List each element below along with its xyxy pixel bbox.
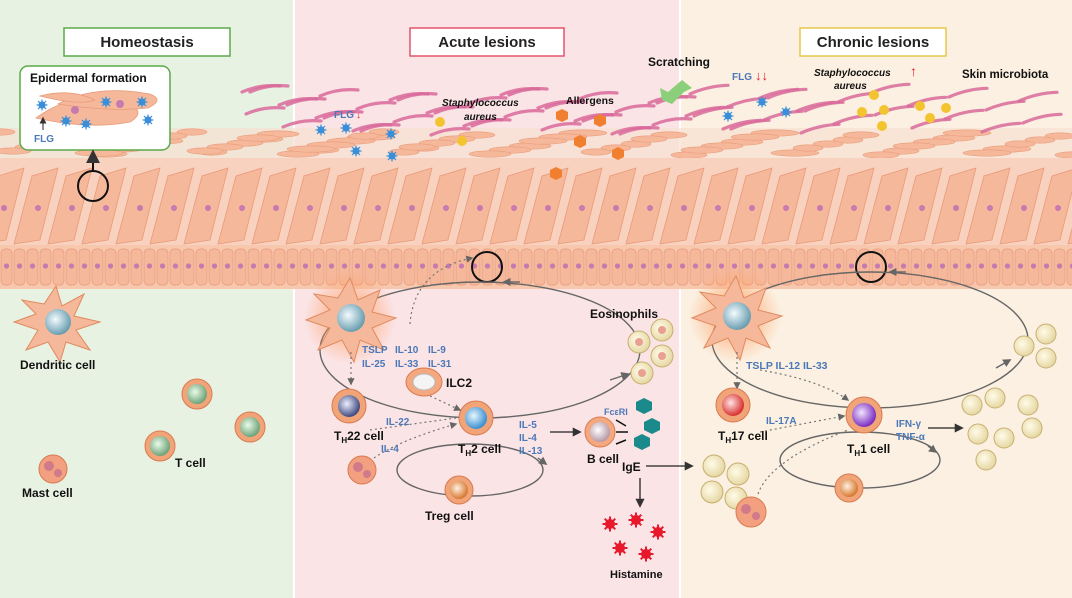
cytokine-il25: IL-25 bbox=[362, 359, 386, 370]
th22-label: TH22 cell bbox=[334, 429, 384, 445]
histamine-label: Histamine bbox=[610, 569, 663, 581]
header-chronic-text: Chronic lesions bbox=[817, 34, 930, 51]
t-cell-label: T cell bbox=[175, 456, 206, 470]
ilc2-label: ILC2 bbox=[446, 376, 472, 390]
eosinophils-label: Eosinophils bbox=[590, 307, 658, 321]
cytokine-ifn-gamma: IFN-γ bbox=[896, 419, 921, 430]
header-acute: Acute lesions bbox=[409, 27, 565, 57]
dendritic-cell-chronic bbox=[689, 270, 784, 362]
treg-label: Treg cell bbox=[425, 509, 474, 523]
th1-label: TH1 cell bbox=[847, 442, 890, 458]
header-homeostasis: Homeostasis bbox=[63, 27, 231, 57]
acute-staph-dots bbox=[435, 117, 467, 146]
treg-cell bbox=[444, 475, 474, 505]
acute-staph-line1: Staphylococcus bbox=[442, 98, 519, 109]
cytokine-il13: IL-13 bbox=[519, 446, 543, 457]
mast-cell-homeostasis bbox=[38, 454, 68, 484]
cytokine-il5: IL-5 bbox=[519, 420, 537, 431]
dendritic-cell-label: Dendritic cell bbox=[20, 358, 95, 372]
chronic-dc-cytokines: TSLP IL-12 IL-33 bbox=[746, 360, 828, 372]
b-cell bbox=[584, 416, 616, 448]
ilc2-cell bbox=[405, 367, 443, 397]
chronic-focus-circle bbox=[855, 251, 887, 283]
th22-cell bbox=[331, 388, 367, 424]
chronic-staph-arrow: ↑ bbox=[910, 63, 917, 79]
acute-staph-line2: aureus bbox=[464, 112, 497, 123]
spinous-layer bbox=[0, 158, 1072, 246]
scratching-label: Scratching bbox=[648, 55, 710, 69]
ige-label: IgE bbox=[622, 460, 641, 474]
cytokine-il9: IL-9 bbox=[428, 345, 446, 356]
dendritic-cell-homeostasis bbox=[12, 284, 102, 364]
cytokine-tnf-alpha: TNF-α bbox=[896, 432, 926, 443]
header-acute-text: Acute lesions bbox=[438, 34, 536, 51]
th17-cell bbox=[715, 387, 751, 423]
homeostasis-focus-circle bbox=[77, 170, 109, 202]
th2-cytokines: IL-5 IL-4 IL-13 bbox=[519, 420, 543, 457]
cytokine-il17a: IL-17A bbox=[766, 416, 797, 427]
chronic-staph-line1: Staphylococcus bbox=[814, 68, 891, 79]
acute-flg-label: FLG↓ bbox=[334, 110, 361, 121]
mast-cell-chronic bbox=[735, 496, 767, 528]
inset-flg-label: FLG bbox=[34, 134, 54, 145]
acute-dc-cytokines: TSLP IL-10 IL-9 IL-25 IL-33 IL-31 bbox=[362, 345, 452, 370]
inset-title: Epidermal formation bbox=[30, 71, 147, 85]
eosinophils-acute bbox=[627, 318, 674, 385]
epidermal-formation-inset: Epidermal formation FLG bbox=[19, 65, 171, 151]
basal-layer bbox=[0, 248, 1072, 286]
scratching-arrow bbox=[660, 80, 692, 104]
keratinocyte-cluster-chronic bbox=[961, 323, 1057, 471]
treg-cell-chronic bbox=[834, 473, 864, 503]
allergens-label: Allergens bbox=[566, 95, 614, 107]
cytokine-tslp-acute: TSLP bbox=[362, 345, 388, 356]
allergen-shapes bbox=[550, 109, 624, 180]
cytokine-il33-acute: IL-33 bbox=[395, 359, 419, 370]
cytokine-il4-left: IL-4 bbox=[381, 444, 399, 455]
mast-cell-acute bbox=[347, 455, 377, 485]
cytokine-il10: IL-10 bbox=[395, 345, 419, 356]
ige-antibodies bbox=[615, 398, 660, 450]
b-cell-label: B cell bbox=[587, 452, 619, 466]
header-homeostasis-text: Homeostasis bbox=[100, 34, 193, 51]
th17-label: TH17 cell bbox=[718, 429, 768, 445]
cytokine-il31: IL-31 bbox=[428, 359, 452, 370]
th2-label: TH2 cell bbox=[458, 442, 501, 458]
skin-microbiota-label: Skin microbiota bbox=[962, 69, 1049, 81]
chronic-flg-label: FLG↓↓ bbox=[732, 68, 768, 83]
fceri-label: FcεRI bbox=[604, 407, 628, 417]
cytokine-il22: IL-22 bbox=[386, 417, 410, 428]
header-chronic: Chronic lesions bbox=[799, 27, 947, 57]
dendritic-cell-acute bbox=[304, 272, 398, 364]
th1-cell bbox=[845, 396, 883, 434]
th2-cell bbox=[458, 400, 494, 436]
chronic-staph-line2: aureus bbox=[834, 81, 867, 92]
t-cells-homeostasis bbox=[144, 378, 266, 462]
mast-cell-label: Mast cell bbox=[22, 486, 73, 500]
chronic-staph-dots bbox=[857, 90, 951, 131]
cytokine-il4: IL-4 bbox=[519, 433, 537, 444]
